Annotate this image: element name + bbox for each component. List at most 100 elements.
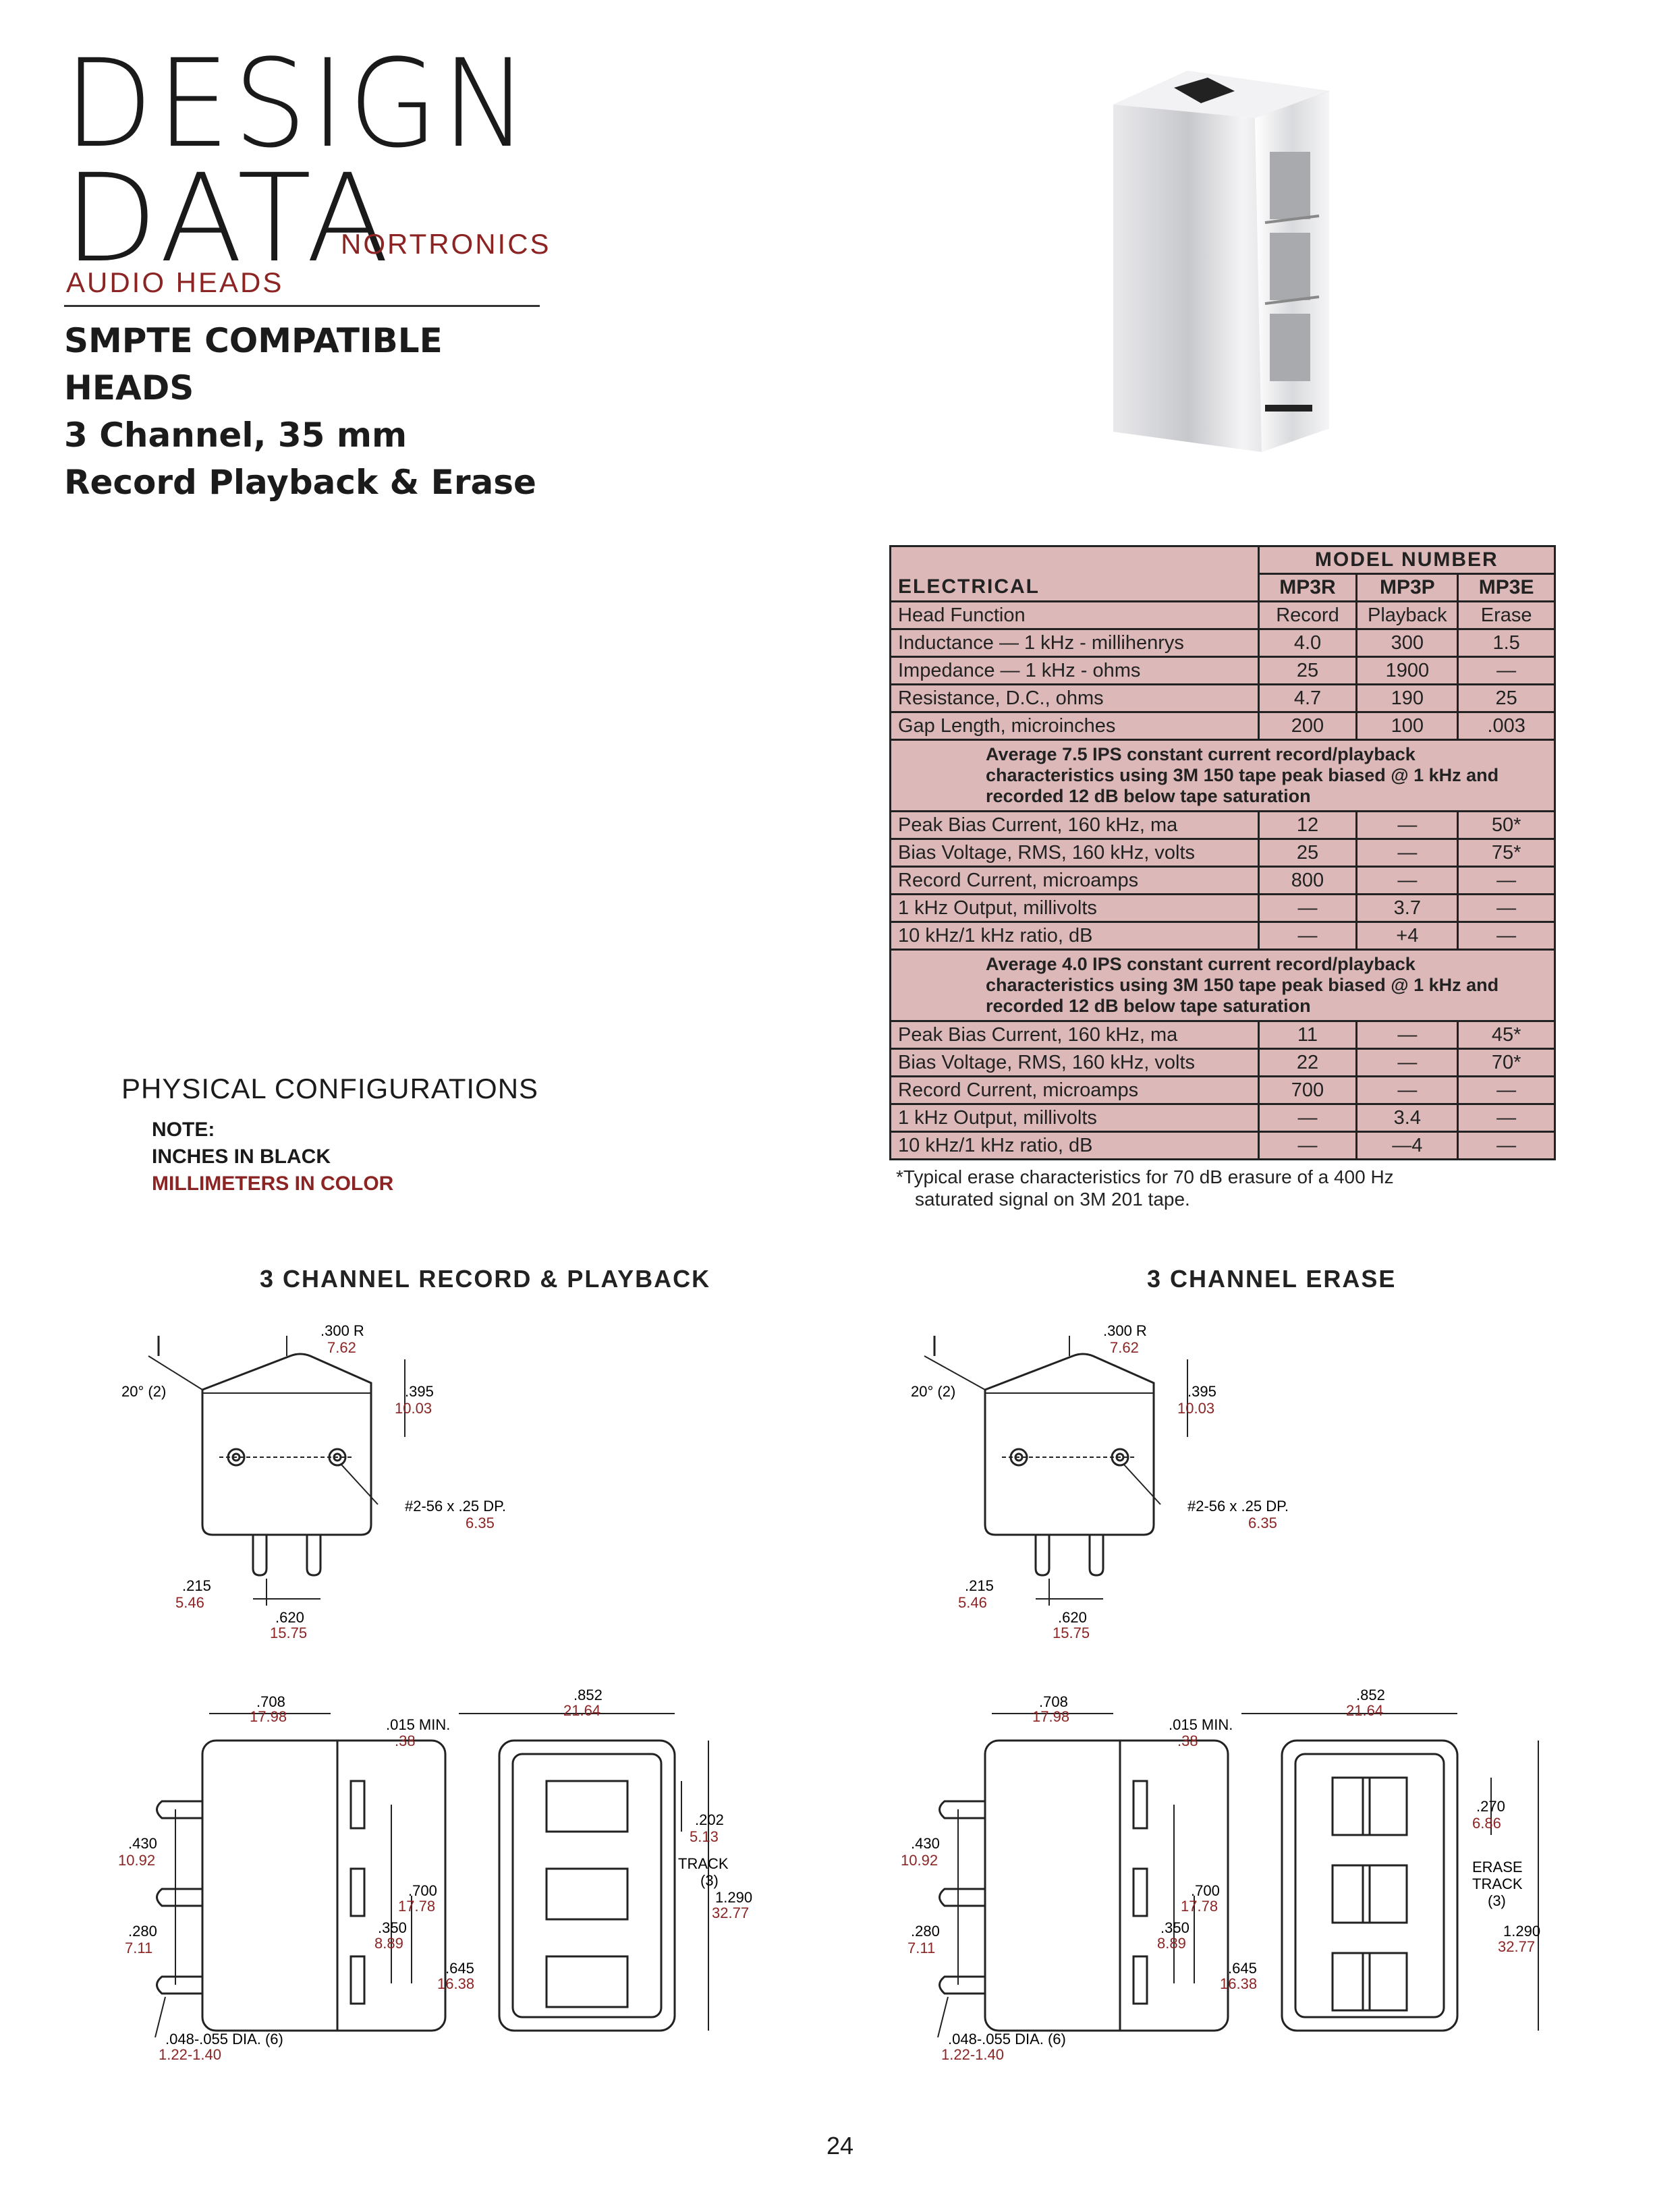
logo-line1: DESIGN	[64, 34, 532, 175]
row-label: Gap Length, microinches	[889, 711, 1260, 741]
erase-dim-430-mm: 10.92	[901, 1852, 938, 1869]
erase-dim-270-in: .270	[1476, 1798, 1505, 1815]
table-row: 10 kHz/1 kHz ratio, dB——4—	[889, 1131, 1556, 1160]
row-value: 11	[1257, 1020, 1358, 1050]
footnote-line2: saturated signal on 3M 201 tape.	[915, 1189, 1190, 1210]
erase-dim-280-mm: 7.11	[907, 1940, 935, 1956]
page-number: 24	[827, 2132, 854, 2159]
dim-700-mm: 17.78	[398, 1898, 435, 1915]
row-label: 1 kHz Output, millivolts	[889, 893, 1260, 923]
erase-dim-620-in: .620	[1058, 1609, 1087, 1626]
row-value: —	[1457, 656, 1556, 685]
title-line1: SMPTE COMPATIBLE HEADS	[64, 321, 443, 407]
row-value: 3.4	[1355, 1103, 1459, 1133]
note-inches: INCHES IN BLACK	[152, 1146, 331, 1168]
row-value: —	[1257, 1131, 1358, 1160]
table-row: 1 kHz Output, millivolts—3.7—	[889, 893, 1556, 923]
erase-dim-350-mm: 8.89	[1157, 1935, 1186, 1952]
note-label: NOTE:	[152, 1119, 215, 1141]
row-value: 25	[1257, 838, 1358, 868]
erase-dim-700-in: .700	[1191, 1882, 1220, 1899]
table-row: 1 kHz Output, millivolts—3.4—	[889, 1103, 1556, 1133]
row-value: 700	[1257, 1075, 1358, 1105]
row-value: 50*	[1457, 810, 1556, 840]
dim-430-in: .430	[128, 1835, 157, 1852]
row-label: 10 kHz/1 kHz ratio, dB	[889, 921, 1260, 951]
row-value: —	[1457, 1075, 1556, 1105]
dim-280-in: .280	[128, 1923, 157, 1940]
dim-852-mm: 21.64	[563, 1702, 600, 1719]
section-4-0-ips: Average 4.0 IPS constant current record/…	[889, 949, 1556, 1022]
dim-angle: 20° (2)	[121, 1383, 166, 1400]
electrical-header: ELECTRICAL	[889, 573, 1260, 602]
erase-dim-1290-in: 1.290	[1503, 1923, 1540, 1940]
row-value: 300	[1355, 628, 1459, 658]
row-value: 70*	[1457, 1048, 1556, 1077]
row-label: Bias Voltage, RMS, 160 kHz, volts	[889, 1048, 1260, 1077]
erase-dim-395-in: .395	[1187, 1383, 1216, 1400]
record-playback-diagrams: .300 R 7.62 20° (2) .395 10.03 #2-56 x .…	[118, 1322, 752, 2063]
row-value: .003	[1457, 711, 1556, 741]
row-value: 3.7	[1355, 893, 1459, 923]
dim-645-in: .645	[445, 1960, 474, 1977]
row-label: 1 kHz Output, millivolts	[889, 1103, 1260, 1133]
row-value: —4	[1355, 1131, 1459, 1160]
header-rule	[64, 305, 540, 307]
dim-350-mm: 8.89	[374, 1935, 403, 1952]
row-value: 200	[1257, 711, 1358, 741]
row-value: —	[1355, 1020, 1459, 1050]
erase-dim-708-mm: 17.98	[1032, 1708, 1069, 1725]
erase-dim-645-in: .645	[1228, 1960, 1257, 1977]
dim-852-in: .852	[573, 1687, 603, 1703]
dim-screw-in: #2-56 x .25 DP.	[405, 1498, 506, 1515]
erase-dim-350-in: .350	[1160, 1919, 1189, 1936]
dim-radius-in: .300 R	[320, 1322, 364, 1339]
row-value: —	[1457, 921, 1556, 951]
erase-dim-radius-mm: 7.62	[1110, 1339, 1139, 1356]
caption-erase: 3 CHANNEL ERASE	[1147, 1265, 1397, 1293]
erase-dim-dia-in: .048-.055 DIA. (6)	[948, 2031, 1066, 2047]
row-label: Inductance — 1 kHz - millihenrys	[889, 628, 1260, 658]
dim-screw-mm: 6.35	[466, 1515, 495, 1531]
row-label: Record Current, microamps	[889, 1075, 1260, 1105]
logo: DESIGN DATA	[64, 44, 550, 289]
row-value: 12	[1257, 810, 1358, 840]
dim-215-mm: 5.46	[175, 1594, 204, 1611]
erase-dim-angle: 20° (2)	[911, 1383, 955, 1400]
dim-215-in: .215	[182, 1577, 211, 1594]
dim-dia-in: .048-.055 DIA. (6)	[165, 2031, 283, 2047]
row-value: —	[1257, 1103, 1358, 1133]
erase-dim-dia-mm: 1.22-1.40	[941, 2046, 1004, 2063]
erase-dim-700-mm: 17.78	[1181, 1898, 1218, 1915]
dim-620-in: .620	[275, 1609, 304, 1626]
logo-line2: DATA	[64, 148, 393, 289]
dim-1290-in: 1.290	[715, 1889, 752, 1906]
dim-202-in: .202	[695, 1811, 724, 1828]
row-value: —	[1457, 893, 1556, 923]
dim-280-mm: 7.11	[125, 1940, 152, 1956]
row-value: —	[1355, 1048, 1459, 1077]
dim-015-mm: .38	[395, 1732, 416, 1749]
erase-dim-280-in: .280	[911, 1923, 940, 1940]
row-value: 1.5	[1457, 628, 1556, 658]
erase-dim-screw-in: #2-56 x .25 DP.	[1187, 1498, 1289, 1515]
dim-350-in: .350	[378, 1919, 407, 1936]
category-label: AUDIO HEADS	[66, 266, 284, 298]
row-value: —	[1355, 866, 1459, 895]
dim-645-mm: 16.38	[437, 1975, 474, 1992]
dim-dia-mm: 1.22-1.40	[159, 2046, 221, 2063]
row-value: —	[1355, 1075, 1459, 1105]
product-photo	[1113, 71, 1329, 452]
row-value: —	[1355, 810, 1459, 840]
row-value: 800	[1257, 866, 1358, 895]
erase-dim-radius-in: .300 R	[1103, 1322, 1147, 1339]
row-value: —	[1457, 1131, 1556, 1160]
row-value: —	[1257, 893, 1358, 923]
